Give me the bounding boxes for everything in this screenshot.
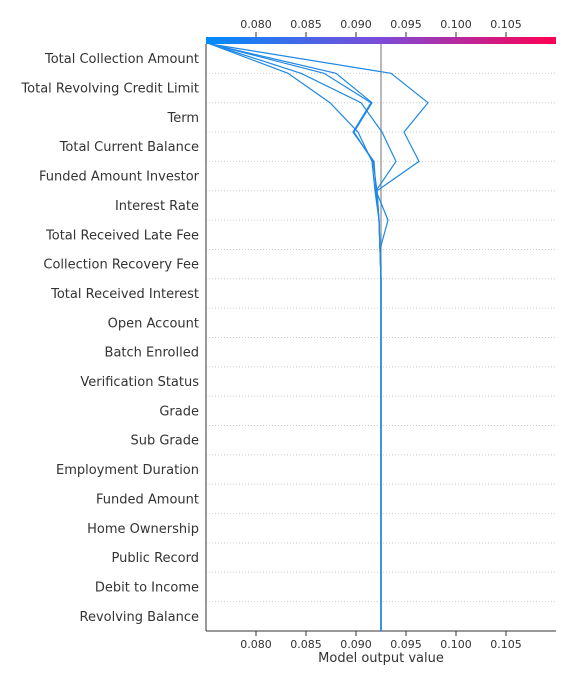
feature-label: Total Revolving Credit Limit [20, 82, 199, 97]
feature-label: Term [166, 111, 199, 126]
feature-label: Total Current Balance [59, 140, 199, 155]
decision-path [209, 43, 382, 631]
feature-label: Interest Rate [115, 199, 199, 214]
colorbar [206, 37, 556, 44]
feature-label: Collection Recovery Fee [43, 258, 199, 273]
bottom-tick-label: 0.090 [340, 638, 372, 651]
top-axis-ticks: 0.080 0.085 0.090 0.095 0.100 0.105 [240, 18, 522, 37]
top-tick-label: 0.090 [340, 18, 372, 31]
bottom-tick-label: 0.080 [240, 638, 272, 651]
top-tick-label: 0.095 [390, 18, 422, 31]
top-tick-label: 0.085 [290, 18, 322, 31]
decision-path [209, 43, 382, 631]
feature-label: Revolving Balance [80, 610, 199, 625]
feature-label: Debit to Income [95, 580, 199, 595]
feature-label: Batch Enrolled [105, 346, 199, 361]
feature-label: Grade [159, 404, 199, 419]
feature-label: Total Received Late Fee [45, 228, 199, 243]
x-axis-label: Model output value [318, 651, 444, 666]
bottom-tick-label: 0.085 [290, 638, 322, 651]
feature-label: Public Record [111, 551, 199, 566]
decision-path [209, 43, 382, 631]
top-tick-label: 0.080 [240, 18, 272, 31]
feature-label: Total Received Interest [50, 287, 199, 302]
bottom-tick-label: 0.105 [490, 638, 522, 651]
feature-label: Employment Duration [56, 463, 199, 478]
bottom-tick-label: 0.095 [390, 638, 422, 651]
feature-label: Total Collection Amount [44, 52, 199, 67]
decision-paths [209, 43, 429, 631]
feature-label: Open Account [108, 316, 199, 331]
feature-label: Verification Status [80, 375, 199, 390]
feature-label: Funded Amount Investor [39, 170, 200, 185]
colorbar-gradient [206, 37, 556, 44]
bottom-tick-label: 0.100 [440, 638, 472, 651]
top-tick-label: 0.105 [490, 18, 522, 31]
bottom-axis-ticks: 0.080 0.085 0.090 0.095 0.100 0.105 [240, 631, 522, 651]
feature-label: Sub Grade [130, 434, 199, 449]
top-tick-label: 0.100 [440, 18, 472, 31]
feature-label: Home Ownership [87, 522, 199, 537]
feature-label: Funded Amount [96, 492, 199, 507]
